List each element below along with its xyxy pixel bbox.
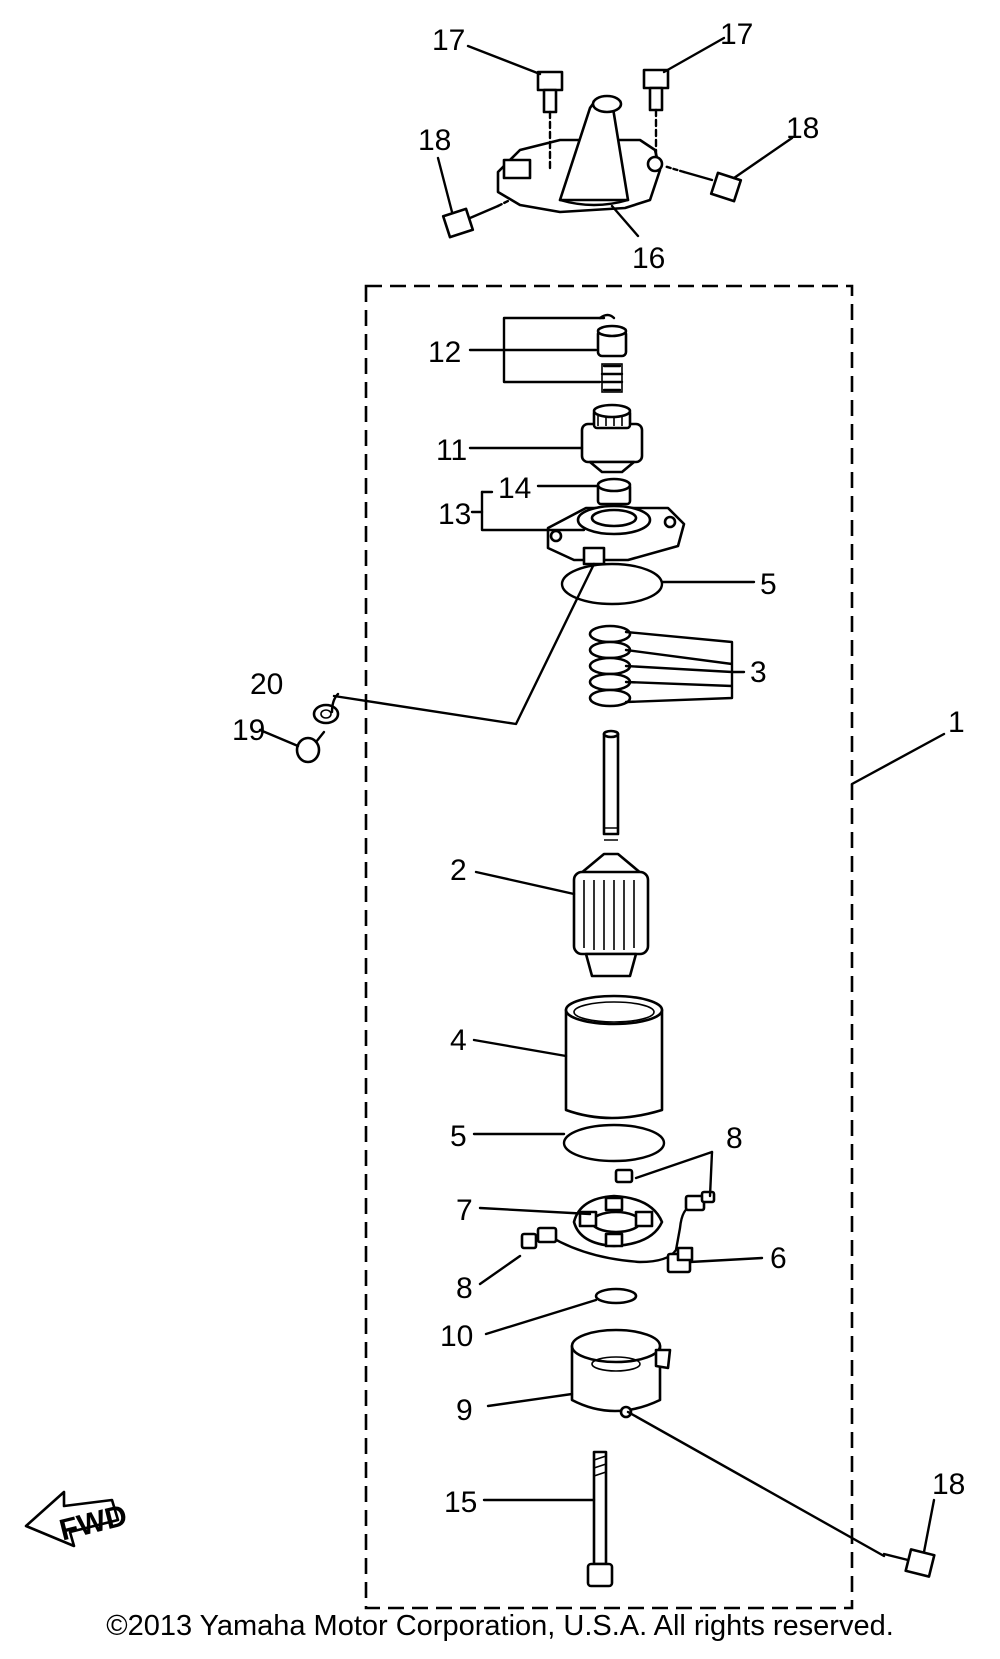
callout-6: 6 — [770, 1242, 787, 1275]
callout-17-left: 17 — [432, 24, 465, 57]
armature-part-2 — [572, 729, 650, 978]
callout-17-right: 17 — [720, 18, 753, 51]
callout-19: 19 — [232, 714, 265, 747]
yoke-part-4 — [564, 994, 664, 1120]
callout-labels: 1 2 3 4 5 5 6 7 8 8 9 10 11 12 13 14 15 … — [232, 18, 965, 1519]
o-ring-part-5-upper — [560, 562, 664, 606]
bolt-part-18-right — [662, 164, 743, 203]
callout-5-upper: 5 — [760, 568, 777, 601]
callout-11: 11 — [436, 434, 467, 467]
callout-7: 7 — [456, 1194, 473, 1227]
nut-part-20 — [312, 703, 340, 725]
leader-lines — [258, 36, 946, 1558]
pinion-drive-part-11 — [580, 403, 644, 474]
callout-18-lower: 18 — [932, 1468, 965, 1501]
copyright-notice: ©2013 Yamaha Motor Corporation, U.S.A. A… — [106, 1610, 894, 1642]
callout-14: 14 — [498, 472, 531, 505]
screw-part-19 — [295, 730, 326, 764]
callout-4: 4 — [450, 1024, 467, 1057]
callout-18-right: 18 — [786, 112, 819, 145]
brush-part-8-right — [684, 1190, 716, 1212]
callout-9: 9 — [456, 1394, 473, 1427]
fwd-direction-arrow: FWD — [24, 1490, 131, 1547]
through-bolt-part-15 — [586, 1450, 614, 1588]
callout-15: 15 — [444, 1486, 477, 1519]
brush-holder-part-7 — [572, 1194, 664, 1248]
bolt-part-17-right — [642, 68, 670, 162]
callout-16: 16 — [632, 242, 665, 275]
rear-cover-part-9 — [570, 1328, 672, 1419]
washer-set-part-3 — [588, 624, 632, 708]
callout-13: 13 — [438, 498, 471, 531]
callout-3: 3 — [750, 656, 767, 689]
callout-2: 2 — [450, 854, 467, 887]
bolt-part-17-left — [536, 70, 564, 170]
callout-8-upper: 8 — [726, 1122, 743, 1155]
brush-part-8-upper — [614, 1168, 634, 1184]
assembly-boundary — [364, 284, 854, 1610]
bolt-part-18-left — [441, 198, 512, 239]
callout-8-lower: 8 — [456, 1272, 473, 1305]
brush-lead-part-6 — [538, 1204, 694, 1274]
callout-12: 12 — [428, 336, 461, 369]
bushing-part-14 — [596, 477, 632, 506]
callout-5-lower: 5 — [450, 1120, 467, 1153]
bolt-part-18-lower — [882, 1548, 936, 1578]
callout-1: 1 — [948, 706, 965, 739]
brush-part-8-lower — [520, 1226, 558, 1250]
starter-cover-part-16 — [496, 94, 664, 214]
washer-part-10 — [594, 1287, 638, 1305]
o-ring-part-5-lower — [562, 1123, 666, 1163]
callout-10: 10 — [440, 1320, 473, 1353]
clip-nut-spring-part-12 — [596, 313, 628, 393]
callout-20: 20 — [250, 668, 283, 701]
callout-18-left: 18 — [418, 124, 451, 157]
front-bracket-part-13 — [546, 504, 686, 566]
